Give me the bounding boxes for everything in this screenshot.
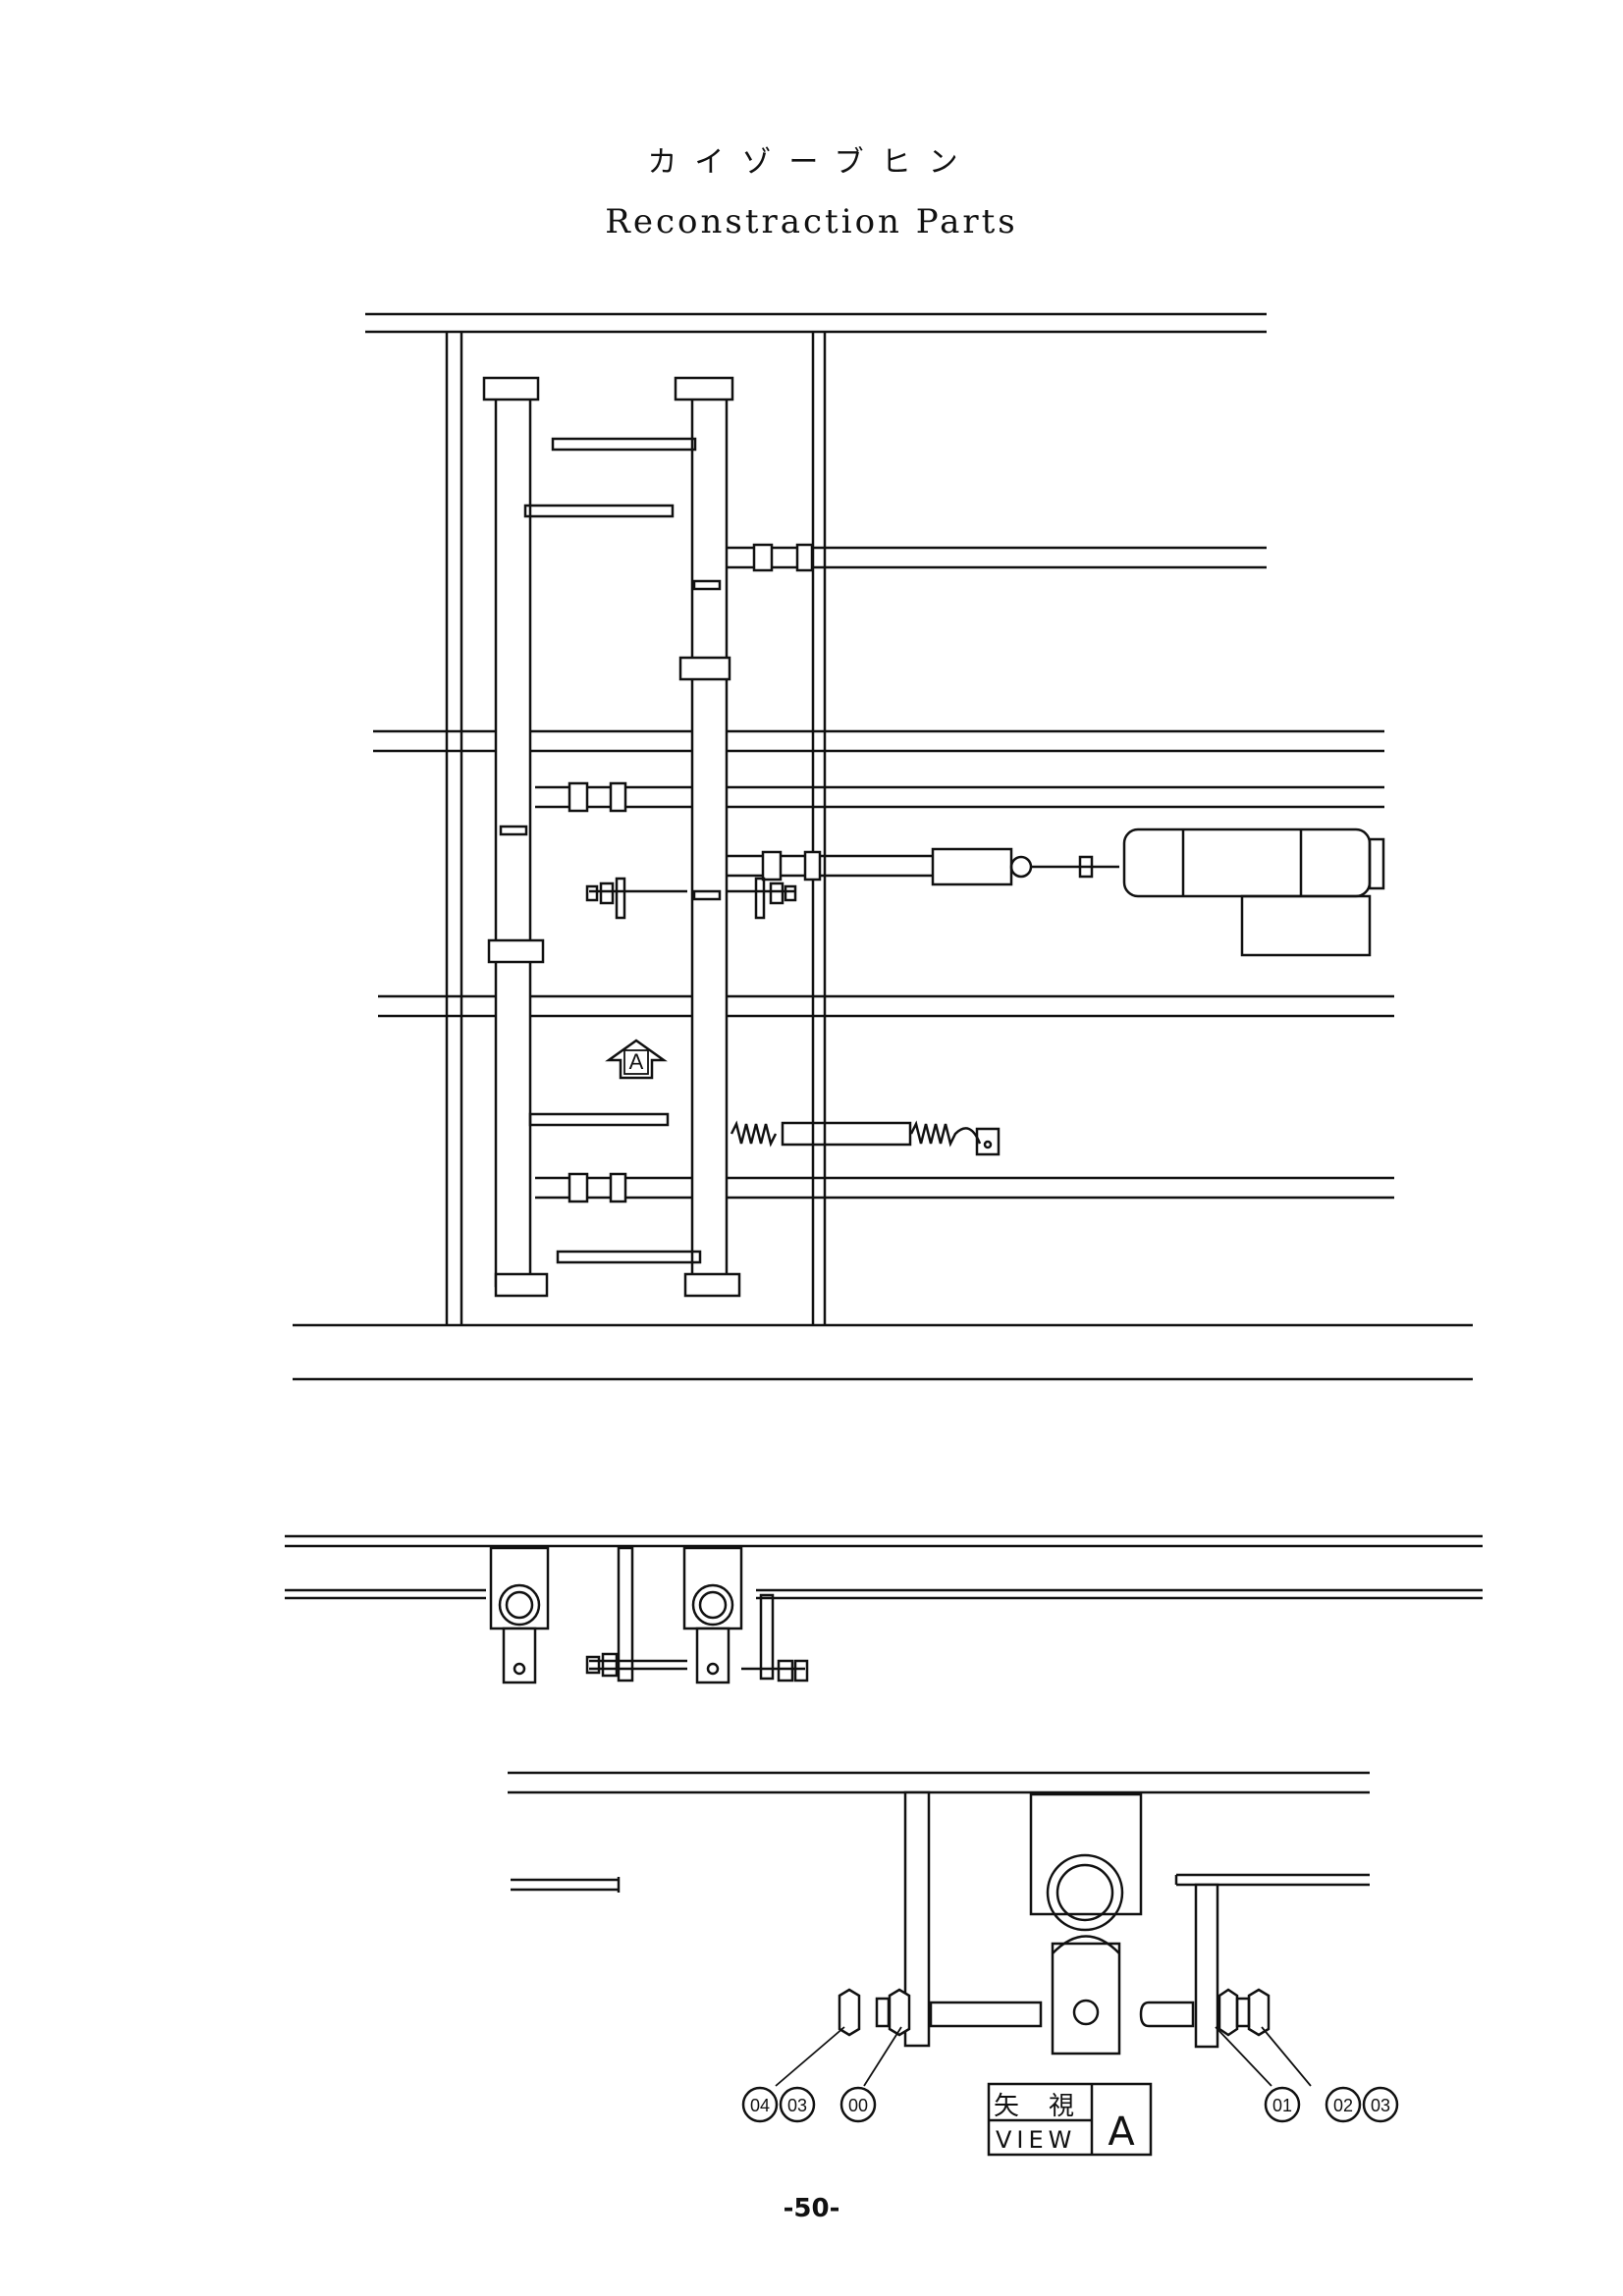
callout-04: 04 bbox=[750, 2096, 770, 2115]
title-english: Reconstraction Parts bbox=[605, 202, 1018, 241]
callout-00: 00 bbox=[848, 2096, 868, 2115]
top-view bbox=[293, 312, 1473, 1381]
callout-02: 02 bbox=[1333, 2096, 1353, 2115]
page-number: -50- bbox=[783, 2194, 840, 2223]
callout-03-left: 03 bbox=[787, 2096, 807, 2115]
view-arrow-label: A bbox=[629, 1049, 644, 1074]
bottom-view bbox=[508, 1771, 1399, 2157]
view-box-kanji-1: 矢 bbox=[994, 2092, 1019, 2121]
callout-03-right: 03 bbox=[1371, 2096, 1390, 2115]
title-japanese: カイゾーブヒン bbox=[647, 145, 976, 180]
view-box-kanji-2: 視 bbox=[1049, 2092, 1074, 2121]
middle-view bbox=[285, 1534, 1483, 1684]
view-box-letter: A bbox=[1108, 2109, 1135, 2155]
callout-01: 01 bbox=[1272, 2096, 1292, 2115]
view-box-word: VIEW bbox=[996, 2126, 1076, 2154]
